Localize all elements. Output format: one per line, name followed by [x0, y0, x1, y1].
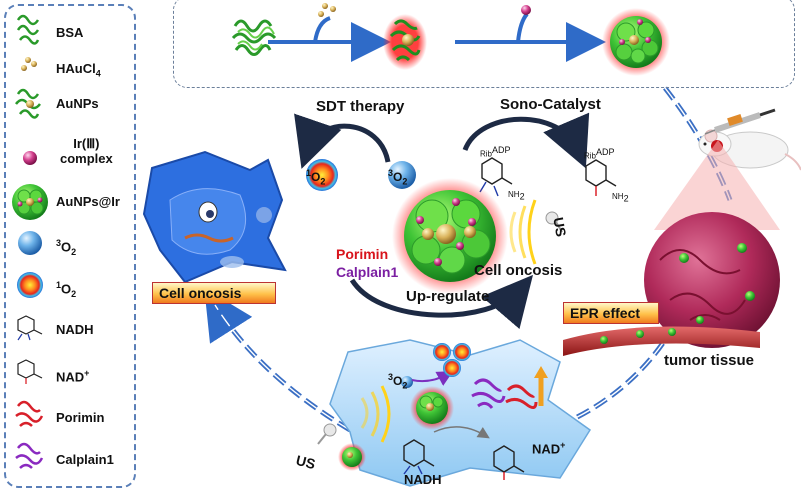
nadh-structure-icon — [17, 315, 43, 341]
singlet-oxygen-cluster — [433, 343, 471, 377]
synthesis-row — [231, 3, 670, 76]
ir-complex-sphere-icon — [23, 151, 37, 165]
cell-oncosis-center-label: Cell oncosis — [474, 262, 563, 279]
bsa-protein-icon — [231, 19, 277, 56]
nad-plus-bottom-label: NAD+ — [532, 440, 566, 457]
sono-catalyst-arrow — [462, 112, 590, 169]
legend-label-aunps-ir: AuNPs@Ir — [56, 194, 120, 209]
legend-label-singlet-oxygen: 1O2 — [56, 280, 77, 299]
syringe-icon — [704, 108, 776, 135]
legend-label-ir-complex: Ir(Ⅲ)complex — [60, 136, 113, 166]
porimin-protein-icon — [15, 400, 44, 427]
nad-plus-structure-bottom-icon — [493, 445, 525, 480]
porimin-protein-cell-icon — [505, 384, 538, 409]
triplet-oxygen-bottom-icon — [401, 376, 413, 388]
singlet-oxygen-cycle-label: 1O2 — [306, 168, 326, 187]
cell-oncosis-banner: Cell oncosis — [152, 282, 276, 304]
aunps-intermediate-icon — [383, 14, 427, 70]
triplet-oxygen-cycle-label: 3O2 — [388, 168, 408, 187]
legend-label-nad-plus: NAD+ — [56, 368, 90, 385]
nadh-structure-bottom-icon — [403, 439, 435, 475]
entering-nanoparticle-icon — [338, 443, 366, 471]
epr-effect-banner: EPR effect — [563, 302, 659, 324]
ultrasound-probe-center-icon — [545, 211, 563, 233]
sono-catalyst-label: Sono-Catalyst — [500, 96, 601, 113]
rib-adp-label-nad: RibADP — [584, 147, 615, 161]
porimin-label: Porimin — [336, 246, 389, 262]
legend-panel — [4, 4, 136, 488]
nadh-bottom-label: NADH — [404, 472, 442, 487]
nh2-label-nadh: NH2 — [508, 190, 525, 202]
blood-vessel-icon — [563, 326, 760, 356]
legend-label-aunps: AuNPs — [56, 96, 99, 111]
legend-icons — [12, 14, 48, 469]
singlet-oxygen-icon — [17, 272, 43, 298]
synthesis-panel — [173, 0, 795, 88]
ultrasound-waves-bottom — [360, 385, 391, 443]
haucl4-dots-icon — [21, 57, 37, 71]
bottom-tumor-cell — [329, 339, 592, 487]
ultrasound-probe-bottom-icon — [317, 423, 337, 445]
sdt-therapy-label: SDT therapy — [316, 98, 405, 115]
triplet-oxygen-cycle-icon — [388, 161, 416, 189]
triplet-oxygen-icon — [18, 231, 42, 255]
tumor-tissue-label: tumor tissue — [664, 352, 755, 369]
calplain1-protein-icon — [15, 442, 44, 469]
legend-label-bsa: BSA — [56, 25, 84, 40]
nad-plus-structure-cycle-icon — [585, 159, 617, 196]
central-nanoparticle-icon — [392, 178, 508, 294]
ultrasound-waves-center — [509, 199, 537, 265]
us-label-center: US — [550, 216, 570, 238]
tumor-tissue-icon — [644, 212, 780, 348]
aunps-ir-nanoparticle-icon — [12, 184, 48, 220]
calplain1-label: Calplain1 — [336, 264, 399, 280]
sdt-cycle-arrow — [294, 113, 391, 169]
legend-label-triplet-oxygen: 3O2 — [56, 238, 77, 257]
triplet-oxygen-bottom-label: 3O2 — [388, 372, 408, 391]
aunps-ir-product-icon — [602, 8, 670, 76]
legend-label-haucl4: HAuCl4 — [56, 61, 101, 79]
singlet-oxygen-cycle-icon — [306, 159, 338, 191]
zoom-cone — [654, 140, 780, 230]
aunps-icon — [15, 88, 41, 119]
legend-label-porimin: Porimin — [56, 410, 105, 425]
legend-label-nadh: NADH — [56, 322, 94, 337]
bsa-protein-icon — [16, 14, 40, 45]
inner-nanoparticle-icon — [410, 386, 454, 430]
nh2-label-nad: NH2 — [612, 192, 629, 204]
legend-label-calplain1: Calplain1 — [56, 452, 114, 467]
path-bottom-to-left-cell — [204, 288, 352, 433]
rib-adp-label-nadh: RibADP — [480, 145, 511, 159]
calplain1-protein-cell-icon — [471, 378, 506, 409]
oncosis-cell-left — [142, 150, 287, 284]
nad-plus-structure-icon — [17, 359, 43, 384]
upregulate-label: Up-regulate — [406, 288, 490, 305]
upregulate-arrow — [349, 274, 534, 330]
